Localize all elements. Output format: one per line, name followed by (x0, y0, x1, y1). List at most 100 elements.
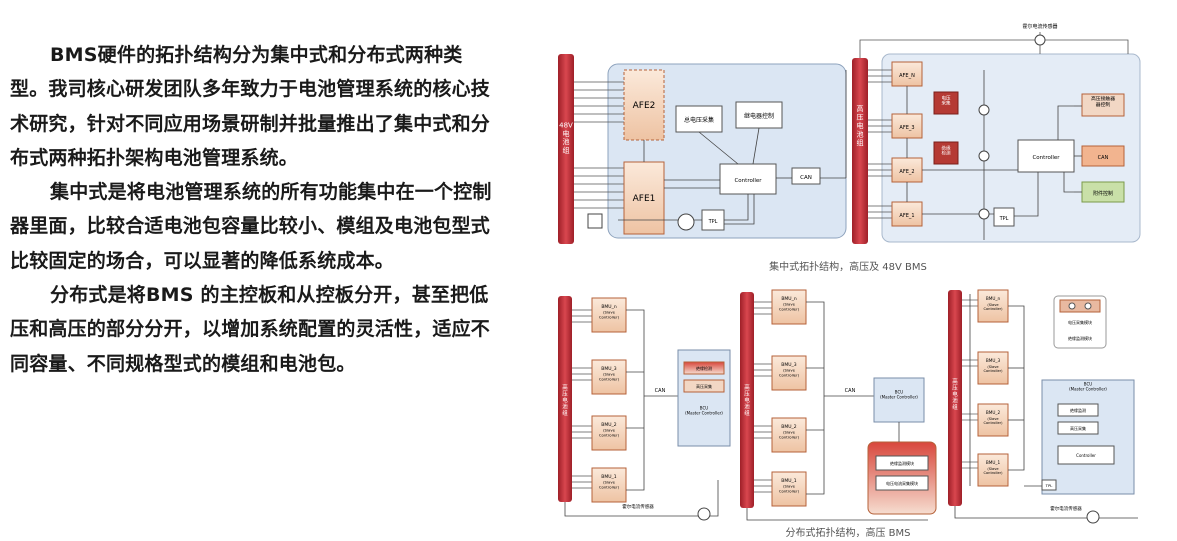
can-b-label: CAN (845, 388, 856, 394)
tpl-c-label: TPL (1045, 483, 1054, 488)
battery-bar-dist-b (740, 292, 754, 508)
caption-centralized: 集中式拓扑结构，高压及 48V BMS (769, 260, 927, 273)
paragraph-topology: BMS硬件的拓扑结构分为集中式和分布式两种类型。我司核心研发团队多年致力于电池管… (10, 44, 491, 169)
module-b-1-label: 绝缘监测模块 (890, 460, 914, 466)
wires-dist-b (754, 301, 772, 493)
afe1-label: AFE1 (633, 194, 656, 204)
hall-sensor-c-label: 霍尔电流传感器 (1050, 505, 1082, 512)
bmu-2-b-label: BMU_2 (781, 424, 797, 430)
bmu-n-b-label: BMU_n (781, 296, 797, 302)
tpl-hv-label: TPL (999, 216, 1009, 222)
bmu-3-c-label: BMU_3 (986, 358, 1001, 363)
legend-c-2: 绝缘监测模块 (1068, 335, 1092, 341)
afe2-label: AFE2 (633, 101, 656, 111)
legend-c-dot-1 (1068, 302, 1076, 310)
coil-hv-icon-2 (978, 150, 990, 162)
hv-relay-box (1081, 93, 1125, 117)
tpl-hv-box (993, 207, 1015, 227)
voltage-module-box (933, 91, 959, 115)
bcu-c-box (1041, 379, 1135, 495)
hall-sensor-a-icon (697, 507, 711, 521)
tpl-c-box (1041, 479, 1057, 491)
voltage-sampling-box (675, 105, 723, 133)
insulation-module-box (933, 141, 959, 165)
bmu-n-c-label: BMU_n (986, 296, 1001, 301)
can-bus-a (564, 309, 719, 517)
afe2-box (623, 69, 665, 141)
legend-c-header (1059, 299, 1101, 313)
insulation-module-label: 绝缘检测 (942, 144, 951, 156)
bmu-1-c-label: BMU_1 (986, 460, 1001, 465)
article-text: BMS硬件的拓扑结构分为集中式和分布式两种类型。我司核心研发团队多年致力于电池管… (10, 38, 500, 381)
can-48v-box (791, 167, 821, 185)
bmu-2-c-box (977, 403, 1009, 437)
hall-sensor-a-label: 霍尔电流传感器 (622, 503, 654, 510)
hall-sensor-label-top: 霍尔电流传感器 (1022, 23, 1057, 30)
bmu-1-a-label: BMU_1 (601, 474, 617, 480)
controller-hv-label: Controller (1032, 155, 1060, 161)
battery-bar-hv (852, 58, 868, 244)
bmu-3-b-box (771, 355, 807, 391)
afe-2-box (891, 157, 923, 183)
legend-c-1: 电压采集模块 (1068, 319, 1092, 325)
battery-bar-dist-a (558, 296, 572, 502)
bcu-c-item1-label: 绝缘监测 (1070, 407, 1086, 413)
hv-relay-label: 高压接触器器控制 (1091, 95, 1115, 108)
bcu-a-item1-box (683, 361, 725, 375)
cell-wires-48v (574, 81, 624, 209)
bmu-3-a-box (591, 359, 627, 395)
cell-wires-hv (868, 69, 892, 219)
bmu-2-b-box (771, 417, 807, 453)
paragraph-centralized: 集中式是将电池管理系统的所有功能集中在一个控制器里面，比较合适电池包容量比较小、… (10, 181, 492, 272)
coil-hv-icon-1 (978, 104, 990, 116)
bmu-2-a-box (591, 415, 627, 451)
voltage-module-label: 电压采集 (942, 94, 951, 106)
controller-c-box (1057, 445, 1115, 465)
afe-n-label: AFE_N (899, 73, 915, 79)
bmu-3-a-label: BMU_3 (601, 366, 617, 372)
bmu-1-b-label: BMU_1 (781, 478, 797, 484)
bmu-1-b-box (771, 471, 807, 507)
module-b-2-box (875, 475, 929, 491)
bus-c (954, 294, 1138, 519)
battery-label-dist-c: 高压电池组 (952, 377, 958, 411)
hall-sensor-c-icon (1086, 510, 1100, 524)
bmu-1-a-box (591, 467, 627, 503)
controller-48v-box (719, 163, 777, 195)
can-hv-label: CAN (1098, 155, 1109, 161)
bcu-a-item2-box (683, 379, 725, 393)
bmu-2-c-label: BMU_2 (986, 410, 1001, 415)
caption-distributed: 分布式拓扑结构，高压 BMS (785, 526, 910, 539)
can-bus-b (746, 301, 928, 521)
bcu-c-item2-box (1057, 421, 1099, 435)
aux-control-label: 附件控制 (1093, 190, 1113, 197)
bcu-c-item2-label: 高压采集 (1070, 425, 1086, 431)
bmu-n-a-label: BMU_n (601, 304, 617, 310)
module-b-2-label: 电压电流采集模块 (886, 480, 918, 486)
voltage-sampling-label: 总电压采集 (684, 116, 714, 124)
bcu-b-label: BCU(Master Controller) (880, 390, 918, 400)
afe-3-box (891, 113, 923, 139)
afe-n-box (891, 61, 923, 87)
battery-bar-dist-c (948, 290, 962, 506)
controller-c-label: Controller (1076, 453, 1096, 458)
bmu-3-b-label: BMU_3 (781, 362, 797, 368)
bcu-a-item1-label: 绝缘检测 (696, 365, 712, 371)
battery-label-dist-a: 高压电池组 (562, 383, 568, 417)
afe-1-label: AFE_1 (899, 213, 914, 219)
wires-dist-a (572, 309, 592, 489)
battery-bar-48v (558, 54, 574, 244)
